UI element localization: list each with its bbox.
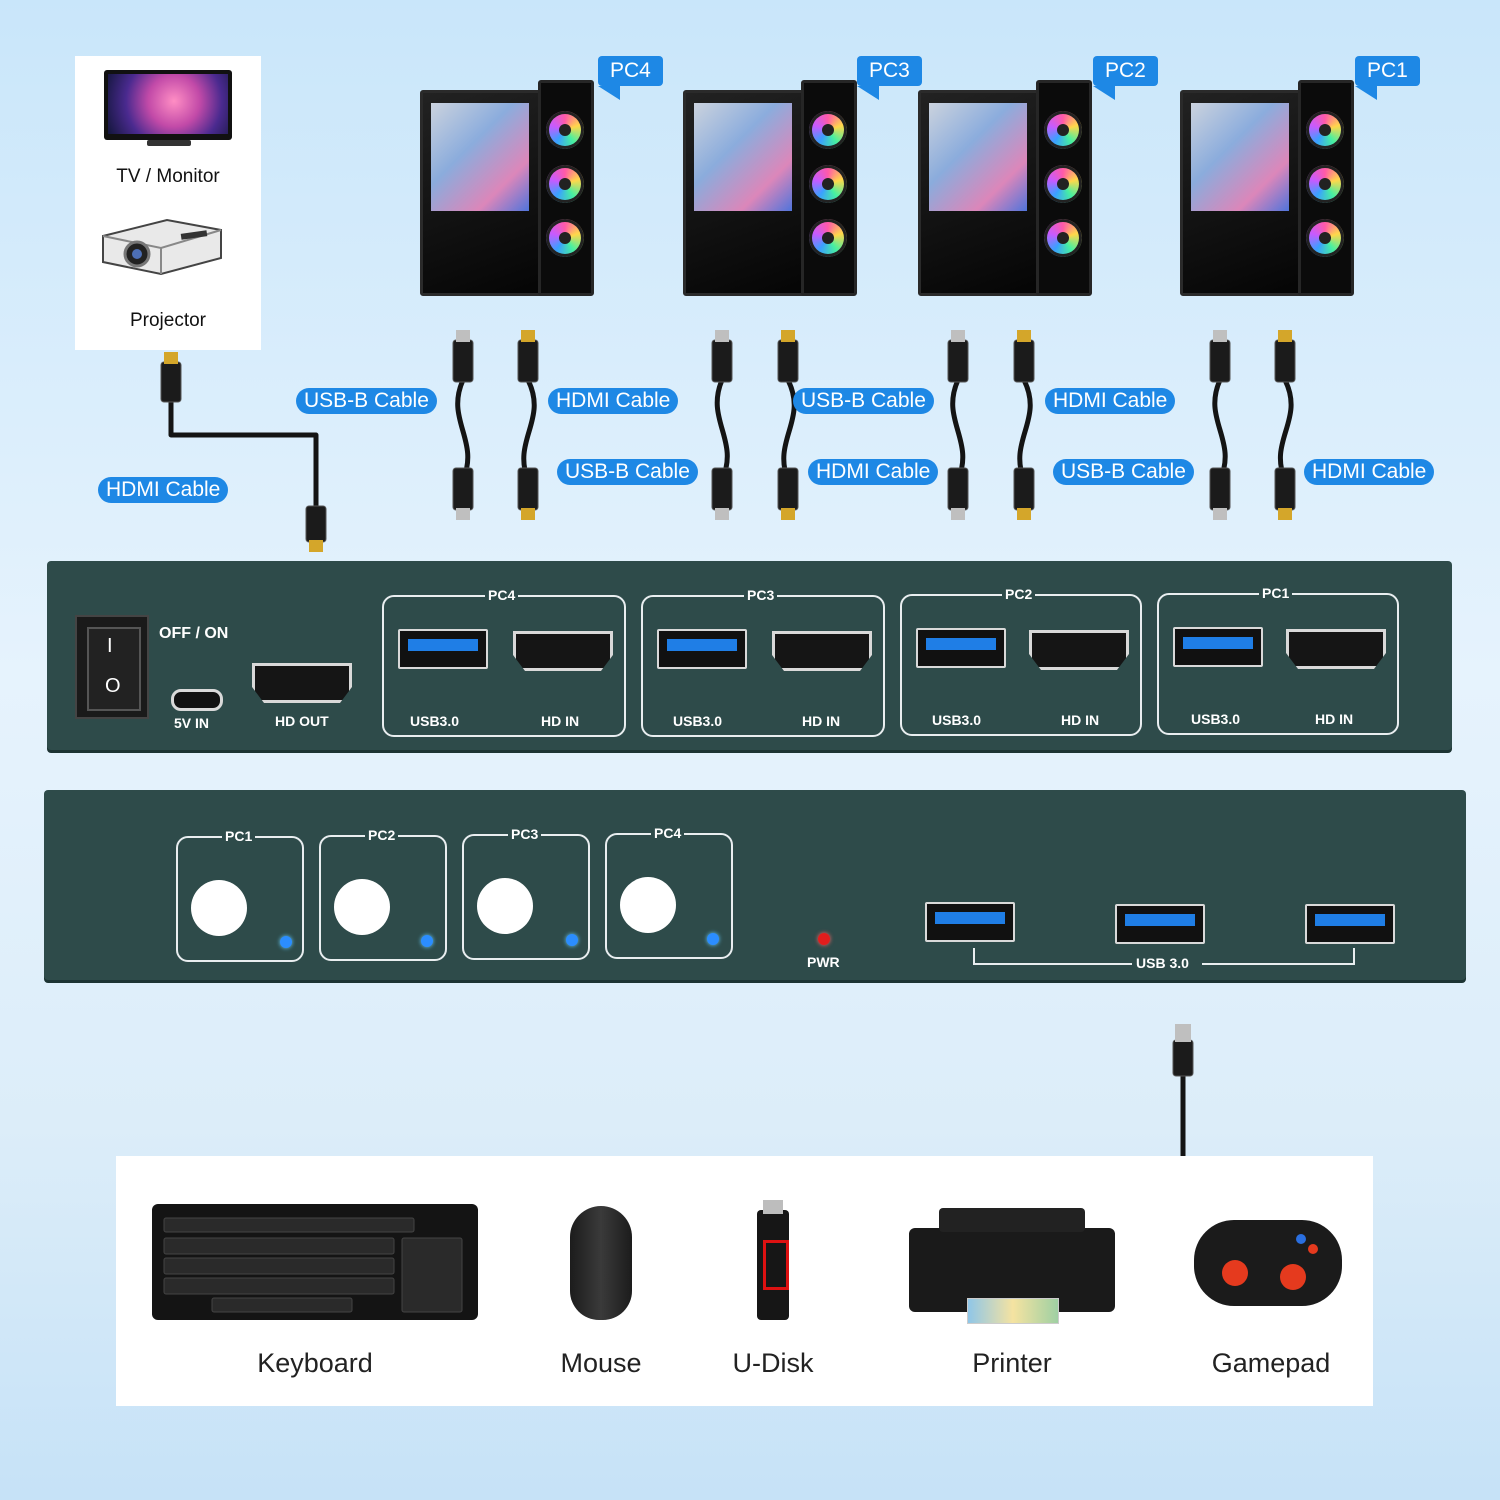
- pc3-tower-image: [683, 80, 857, 296]
- pc3-hdmi-label: HD IN: [802, 713, 841, 729]
- switch-off-mark: O: [105, 675, 121, 697]
- tv-monitor-label: TV / Monitor: [116, 166, 220, 187]
- pc4-callout: PC4: [598, 56, 663, 86]
- pc2-select-box: PC2: [319, 827, 447, 961]
- pc2-callout: PC2: [1093, 56, 1158, 86]
- pc4-button-label: PC4: [651, 825, 685, 841]
- pc4-hdmi-label: HD IN: [541, 713, 580, 729]
- pwr-label: PWR: [807, 954, 840, 970]
- power-led: [818, 933, 830, 945]
- pc3-select-box: PC3: [462, 826, 590, 960]
- pc2-group-title: PC2: [1002, 586, 1036, 602]
- gamepad-image: [1194, 1220, 1342, 1306]
- pc4-group-title: PC4: [485, 587, 519, 603]
- pc4-tower-image: [420, 80, 594, 296]
- hdmi-out-port[interactable]: [252, 663, 352, 703]
- kvm-back-panel: I O OFF / ON 5V IN HD OUT PC4 USB3.0 HD …: [47, 561, 1452, 750]
- pc1-select-box: PC1: [176, 828, 304, 962]
- printer-label: Printer: [972, 1348, 1052, 1378]
- pc3-hdmi-cable-label: HDMI Cable: [808, 459, 939, 485]
- pc3-select-button[interactable]: [477, 878, 533, 934]
- pc3-group-title: PC3: [744, 587, 778, 603]
- pc1-hdmi-cable-label: HDMI Cable: [1304, 459, 1435, 485]
- pc2-select-button[interactable]: [334, 879, 390, 935]
- usb3-label: USB 3.0: [1136, 955, 1189, 971]
- pc4-usb-port[interactable]: [398, 629, 488, 669]
- keyboard-label: Keyboard: [257, 1348, 373, 1378]
- gamepad-label: Gamepad: [1211, 1348, 1331, 1378]
- pc3-usb-port[interactable]: [657, 629, 747, 669]
- projector-image: [102, 218, 222, 276]
- power-switch[interactable]: I O: [75, 615, 149, 719]
- display-devices-box: TV / Monitor Projector: [75, 56, 261, 350]
- pc2-usb-port[interactable]: [916, 628, 1006, 668]
- pc1-port-group: PC1 USB3.0 HD IN: [1157, 585, 1399, 735]
- pc4-port-group: PC4 USB3.0 HD IN: [382, 587, 626, 737]
- switch-on-mark: I: [107, 635, 113, 657]
- pc1-select-button[interactable]: [191, 880, 247, 936]
- tv-monitor-image: [104, 70, 232, 140]
- power-in-label: 5V IN: [174, 715, 210, 731]
- mouse-label: Mouse: [560, 1348, 642, 1378]
- pc2-led: [421, 935, 433, 947]
- pc3-usb-cable-label: USB-B Cable: [793, 388, 934, 414]
- front-usb-port-3[interactable]: [1305, 904, 1395, 944]
- pc1-led: [280, 936, 292, 948]
- pc2-hdmi-port[interactable]: [1029, 630, 1129, 670]
- usb-c-power-port[interactable]: [171, 689, 223, 711]
- pc4-hdmi-cable-label: HDMI Cable: [548, 388, 679, 414]
- pc3-callout: PC3: [857, 56, 922, 86]
- pc3-led: [566, 934, 578, 946]
- kvm-front-panel: PC1 PC2 PC3 PC4 PWR USB 3.0: [44, 790, 1466, 980]
- pc4-usb-cable-label: USB-B Cable: [296, 388, 437, 414]
- pc3-port-group: PC3 USB3.0 HD IN: [641, 587, 885, 737]
- pc1-group-title: PC1: [1259, 585, 1293, 601]
- projector-label: Projector: [129, 310, 207, 331]
- front-usb-port-2[interactable]: [1115, 904, 1205, 944]
- switch-label: OFF / ON: [159, 625, 229, 642]
- display-hdmi-cable-label: HDMI Cable: [98, 477, 229, 503]
- pc2-hdmi-label: HD IN: [1061, 712, 1100, 728]
- udisk-label: U-Disk: [732, 1348, 814, 1378]
- pc1-button-label: PC1: [222, 828, 256, 844]
- pc4-hdmi-port[interactable]: [513, 631, 613, 671]
- usb-bracket: [973, 948, 1355, 965]
- pc2-tower-image: [918, 80, 1092, 296]
- pc3-usb-cable-label-2: USB-B Cable: [557, 459, 698, 485]
- pc3-usb-label: USB3.0: [673, 713, 723, 729]
- pc2-hdmi-cable-label: HDMI Cable: [1045, 388, 1176, 414]
- pc2-port-group: PC2 USB3.0 HD IN: [900, 586, 1142, 736]
- hd-out-label: HD OUT: [275, 713, 329, 729]
- pc4-select-box: PC4: [605, 825, 733, 959]
- keyboard-image: [152, 1204, 478, 1320]
- pc2-button-label: PC2: [365, 827, 399, 843]
- pc2-usb-label: USB3.0: [932, 712, 982, 728]
- pc1-hdmi-port[interactable]: [1286, 629, 1386, 669]
- mouse-image: [570, 1206, 632, 1320]
- pc3-hdmi-port[interactable]: [772, 631, 872, 671]
- front-usb-port-1[interactable]: [925, 902, 1015, 942]
- peripherals-box: Keyboard Mouse U-Disk Printer Gamepad: [116, 1156, 1373, 1406]
- pc1-callout: PC1: [1355, 56, 1420, 86]
- udisk-image: [757, 1200, 789, 1320]
- pc4-led: [707, 933, 719, 945]
- pc4-select-button[interactable]: [620, 877, 676, 933]
- pc1-tower-image: [1180, 80, 1354, 296]
- pc3-button-label: PC3: [508, 826, 542, 842]
- pc1-usb-label: USB3.0: [1191, 711, 1241, 727]
- pc1-usb-port[interactable]: [1173, 627, 1263, 667]
- pc1-usb-cable-label: USB-B Cable: [1053, 459, 1194, 485]
- pc1-hdmi-label: HD IN: [1315, 711, 1354, 727]
- pc4-usb-label: USB3.0: [410, 713, 460, 729]
- printer-image: [909, 1208, 1115, 1324]
